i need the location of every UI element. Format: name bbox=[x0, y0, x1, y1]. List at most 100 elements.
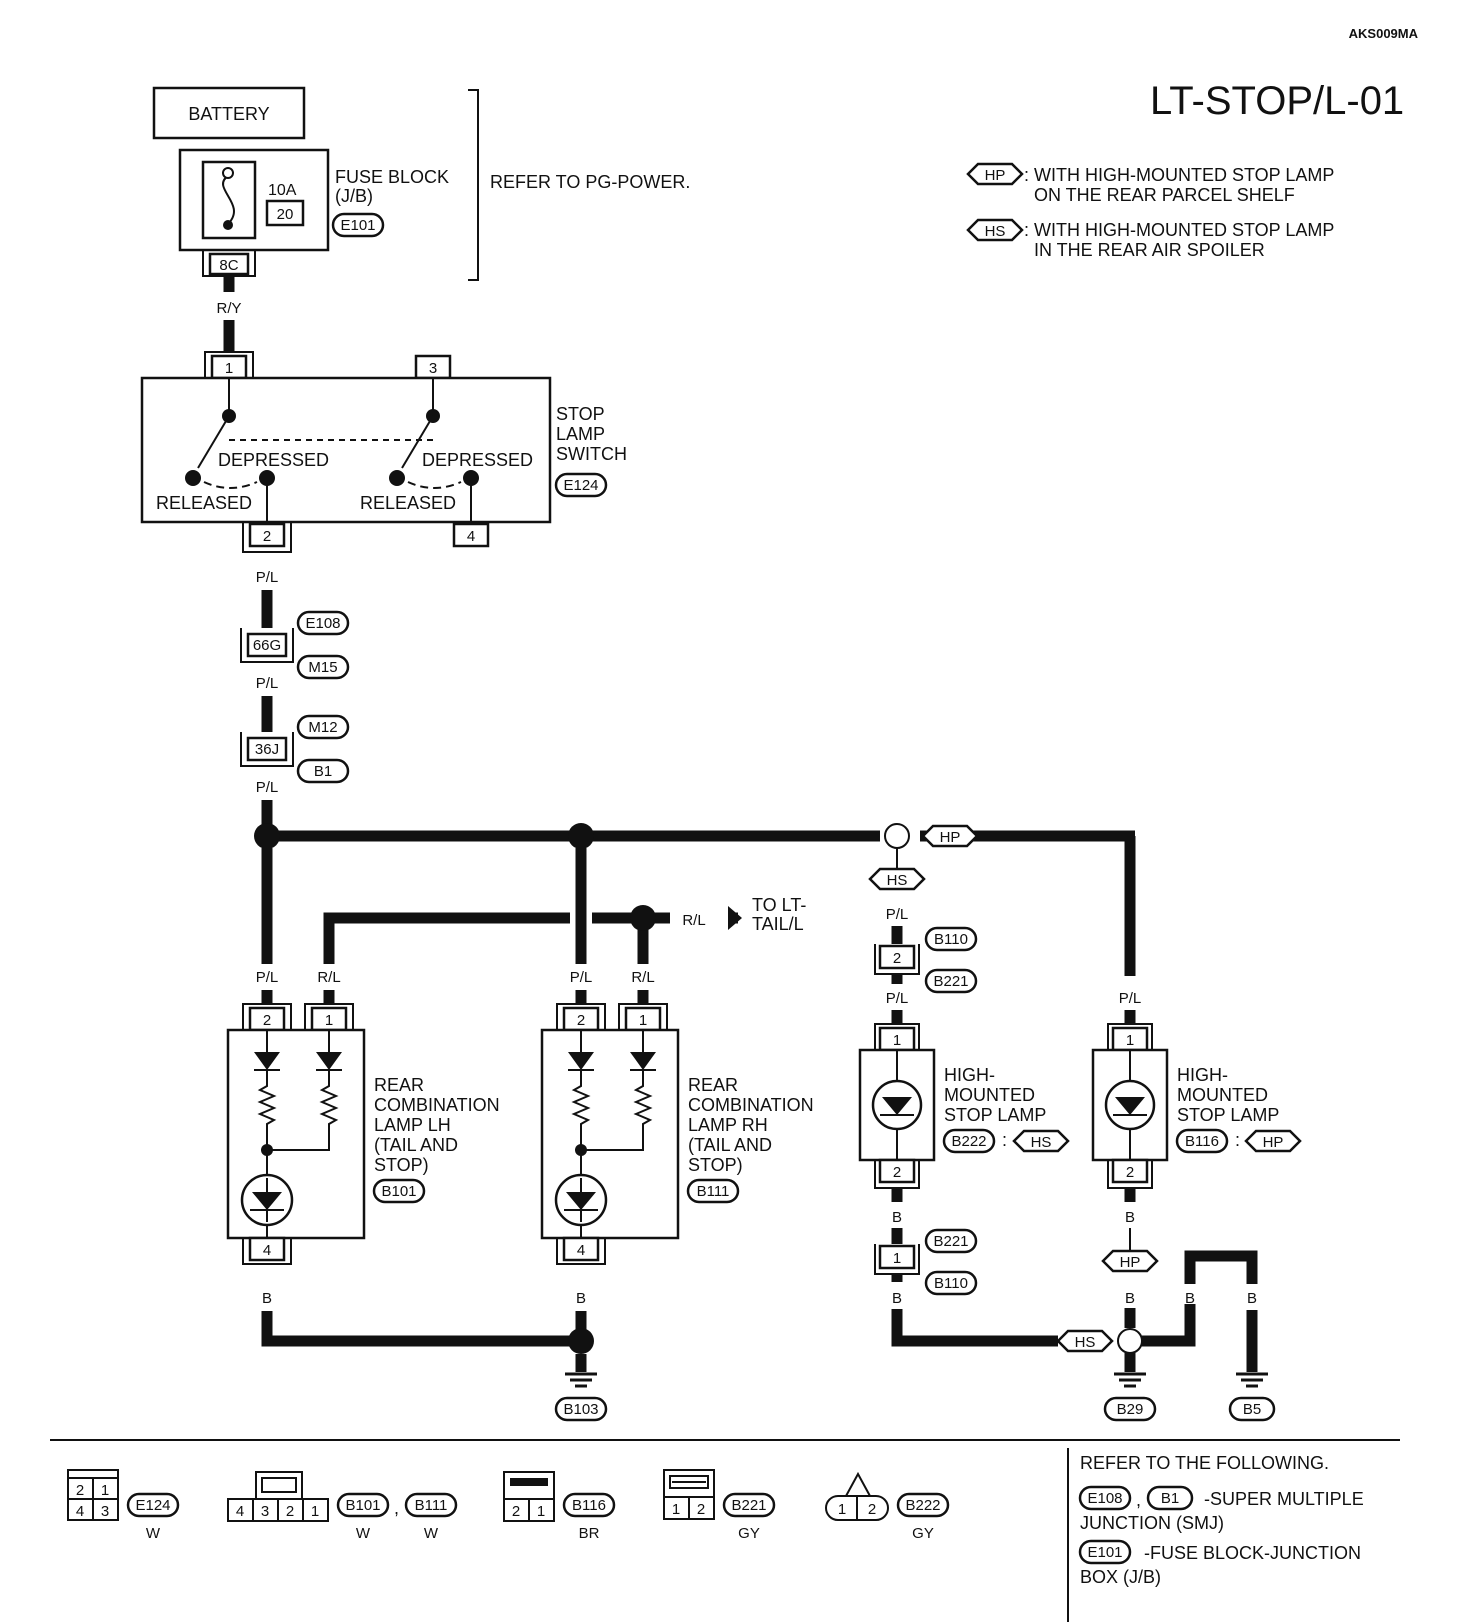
arrow-to-tail-icon bbox=[728, 906, 742, 930]
bc-sep: , bbox=[394, 1498, 399, 1518]
b116-pin-b: 1 bbox=[537, 1503, 545, 1520]
legend-hs-line1: : WITH HIGH-MOUNTED STOP LAMP bbox=[1024, 220, 1334, 240]
hs-conn-pin2: 2 bbox=[893, 950, 901, 967]
switch-pin4-box bbox=[452, 522, 490, 548]
rh-pin4: 4 bbox=[577, 1242, 585, 1259]
hs-tag-ground-label: HS bbox=[1075, 1334, 1096, 1351]
hs-conn-pin2-box bbox=[878, 944, 916, 970]
battery-label: BATTERY bbox=[188, 104, 269, 124]
wire-b5-b bbox=[1184, 1250, 1258, 1284]
refer-b1: B1 bbox=[1161, 1490, 1179, 1507]
lamp-lh-line1: REAR bbox=[374, 1075, 424, 1095]
junction-66g: 66G bbox=[253, 637, 281, 654]
switch-name2: LAMP bbox=[556, 424, 605, 444]
e124-pin-b: 1 bbox=[101, 1482, 109, 1499]
refer-sep: , bbox=[1136, 1490, 1141, 1510]
b101-pin-d: 1 bbox=[311, 1503, 319, 1520]
bc-b101-code: B101 bbox=[345, 1497, 380, 1514]
lamp-lh-line2: COMBINATION bbox=[374, 1095, 500, 1115]
legend-hp-line2: ON THE REAR PARCEL SHELF bbox=[1034, 185, 1295, 205]
b101-pin-b: 3 bbox=[261, 1503, 269, 1520]
refer-following: REFER TO THE FOLLOWING. bbox=[1080, 1453, 1329, 1473]
wire-ry-label: R/Y bbox=[216, 300, 241, 317]
splice-2 bbox=[568, 823, 594, 849]
fuse-number-box bbox=[265, 199, 305, 227]
lh-pin1: 1 bbox=[325, 1012, 333, 1029]
wire-hp-pl-label: P/L bbox=[1119, 990, 1142, 1007]
e124-pin-d: 3 bbox=[101, 1503, 109, 1520]
rh-resistor-icon-1 bbox=[571, 1070, 591, 1150]
hs-lamp-pin2: 2 bbox=[893, 1164, 901, 1181]
b221-pin-a: 1 bbox=[672, 1501, 680, 1518]
bc-b111-badge bbox=[404, 1492, 458, 1518]
wire-b5-label-1: B bbox=[1185, 1290, 1195, 1307]
hp-lamp-line3: STOP LAMP bbox=[1177, 1105, 1279, 1125]
lamp-rh-line4: (TAIL AND bbox=[688, 1135, 772, 1155]
fuse-name2: (J/B) bbox=[335, 186, 373, 206]
wire-hs-b-label: B bbox=[892, 1209, 902, 1226]
connector-b222-face: 1 2 bbox=[825, 1471, 889, 1521]
ground-icon-b29 bbox=[1114, 1372, 1146, 1388]
lamp-lh-line3: LAMP LH bbox=[374, 1115, 451, 1135]
to-tail-line2: TAIL/L bbox=[752, 914, 804, 934]
lamp-lh-line4: (TAIL AND bbox=[374, 1135, 458, 1155]
page-title: LT-STOP/L-01 bbox=[1150, 79, 1404, 123]
fuse-rating: 10A bbox=[268, 182, 297, 199]
hp-lamp-line2: MOUNTED bbox=[1177, 1085, 1268, 1105]
ground-b103: B103 bbox=[563, 1401, 598, 1418]
lamp-rh-conn-badge bbox=[686, 1178, 740, 1204]
hp-tag-bus bbox=[921, 824, 979, 848]
lh-diode-icon-2 bbox=[316, 1052, 342, 1070]
hs-lamp-tag bbox=[1012, 1129, 1070, 1153]
wire-lh-b-label: B bbox=[262, 1290, 272, 1307]
ground-icon-b5 bbox=[1236, 1372, 1268, 1388]
j1-dn-conn: M15 bbox=[308, 659, 337, 676]
hp-lamp-tag-label: HP bbox=[1263, 1134, 1284, 1151]
lh-resistor-icon-1 bbox=[257, 1070, 277, 1150]
ground-b29: B29 bbox=[1117, 1401, 1144, 1418]
lamp-lh-connector: B101 bbox=[381, 1183, 416, 1200]
to-tail-line1: TO LT- bbox=[752, 895, 806, 915]
j2-dn-conn: B1 bbox=[314, 763, 332, 780]
fuse-terminal: 8C bbox=[219, 257, 238, 274]
connector-b116-face: 2 1 bbox=[503, 1471, 555, 1522]
wire-pl-label-1: P/L bbox=[256, 569, 279, 586]
stop-lamp-switch-box bbox=[140, 376, 552, 524]
wire-rh-rl-label: R/L bbox=[631, 969, 654, 986]
rh-pin4-bracket bbox=[556, 1238, 606, 1265]
hp-lamp-line1: HIGH- bbox=[1177, 1065, 1228, 1085]
hs-lamp-pin2-box bbox=[878, 1158, 916, 1184]
switch-connector: E124 bbox=[563, 477, 598, 494]
j2-bracket bbox=[240, 732, 294, 767]
bc-b101-color: W bbox=[356, 1525, 371, 1542]
wire-lh-rl-label: R/L bbox=[317, 969, 340, 986]
refer-smj-1: -SUPER MULTIPLE bbox=[1204, 1489, 1364, 1509]
wire-hp-b2-label: B bbox=[1125, 1290, 1135, 1307]
wire-hs-b2-label: B bbox=[892, 1290, 902, 1307]
bc-e124-color: W bbox=[146, 1525, 161, 1542]
legend-hs-tag: HS bbox=[985, 223, 1006, 240]
bc-b221-badge bbox=[722, 1492, 776, 1518]
connector-b101-face: 4 3 2 1 bbox=[227, 1471, 329, 1522]
hs-lamp-conn-badge bbox=[942, 1128, 996, 1154]
junction-66g-box bbox=[246, 632, 288, 658]
bc-b221-code: B221 bbox=[731, 1497, 766, 1514]
rh-pin4-box bbox=[562, 1236, 600, 1262]
splice-optional bbox=[884, 823, 910, 849]
hs-conn-upper: B110 bbox=[934, 931, 968, 948]
j2-up-badge bbox=[296, 714, 350, 740]
wire-hs-ground bbox=[891, 1309, 1058, 1347]
lh-pin4-bracket bbox=[242, 1238, 292, 1265]
sw-arc-2 bbox=[407, 481, 462, 489]
lh-pin2: 2 bbox=[263, 1012, 271, 1029]
hs-tag-branch-label: HS bbox=[887, 872, 908, 889]
j1-up-conn: E108 bbox=[305, 615, 340, 632]
hs-lamp-tag-label: HS bbox=[1031, 1134, 1052, 1151]
lamp-rh-line3: LAMP RH bbox=[688, 1115, 768, 1135]
rh-pin1: 1 bbox=[639, 1012, 647, 1029]
hp-lamp-conn-badge bbox=[1175, 1128, 1229, 1154]
rh-pin2-bracket bbox=[556, 1003, 606, 1030]
bc-b222-badge bbox=[896, 1492, 950, 1518]
refer-smj-2: JUNCTION (SMJ) bbox=[1080, 1513, 1224, 1533]
